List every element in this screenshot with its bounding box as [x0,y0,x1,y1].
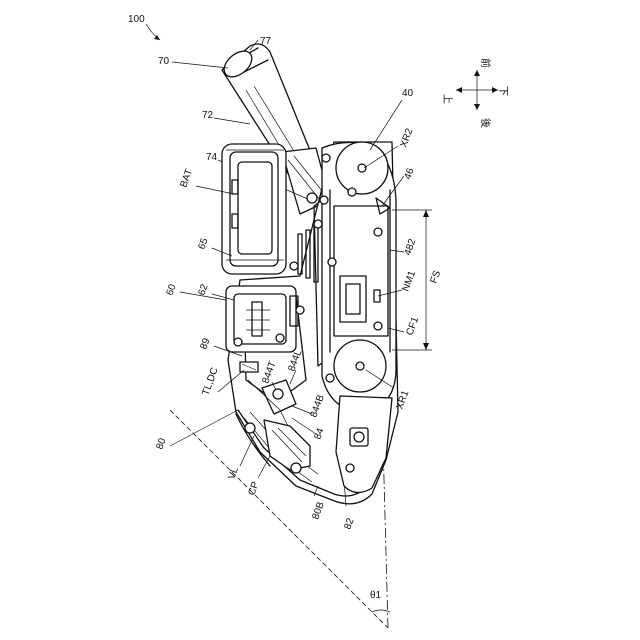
label-nm1: NM1 [400,269,418,293]
label-77: 77 [260,36,272,47]
belt-window [340,276,366,322]
label-482: 482 [402,237,418,257]
label-fs: FS [428,269,443,285]
label-tldc: TL,DC [200,366,220,397]
angle-arc [372,610,390,612]
label-82: 82 [342,516,356,531]
label-70: 70 [158,56,170,67]
compass-arrow-rear [474,104,480,110]
label-cf1: CF1 [404,315,421,337]
compass-arrow-front [474,70,480,76]
belt-unit [322,142,396,412]
label-65: 65 [196,236,210,251]
label-62: 62 [196,282,210,297]
compass-label-up: 上 [441,94,453,104]
battery-pack [222,144,286,274]
label-40: 40 [402,88,414,99]
label-xr2: XR2 [398,127,415,149]
label-74: 74 [206,152,218,163]
screw-1 [307,193,317,203]
label-89: 89 [198,336,212,351]
label-80: 80 [154,436,168,451]
label-80b: 80B [310,500,327,521]
label-bat: BAT [178,168,195,189]
compass-label-front: 前 [479,58,492,68]
compass-label-rear: 後 [479,118,492,128]
label-theta1: θ1 [370,590,382,601]
direction-compass: 上 下 前 後 [441,58,508,128]
label-60: 60 [164,282,178,297]
label-100: 100 [128,14,145,25]
label-46: 46 [402,166,416,181]
label-72: 72 [202,110,214,121]
label-cp: CP [246,480,261,497]
compass-label-down: 下 [497,86,508,96]
reference-100: 100 [128,14,160,40]
compass-arrow-up [456,87,462,93]
